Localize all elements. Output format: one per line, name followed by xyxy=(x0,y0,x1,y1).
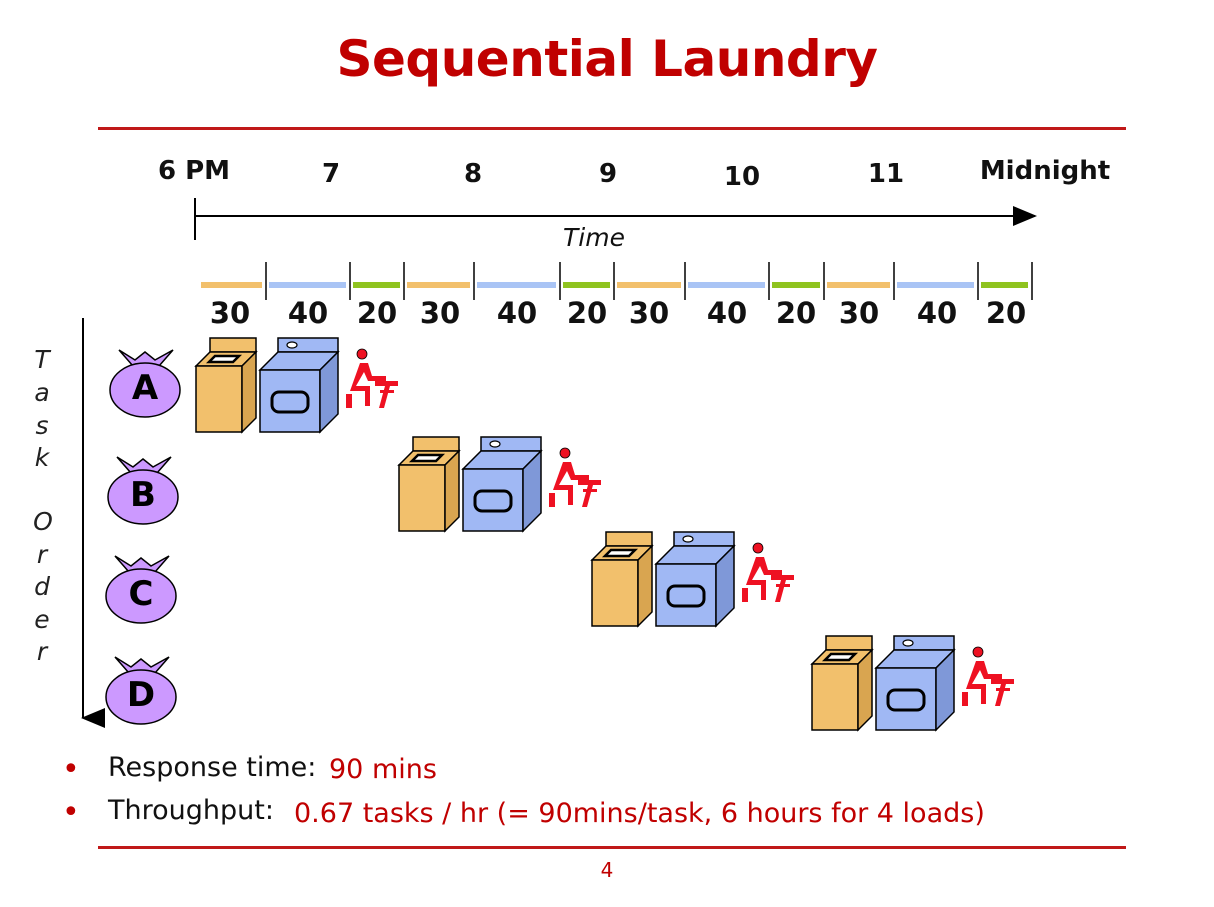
task-letter-d: D xyxy=(121,675,161,715)
washer-icon xyxy=(399,437,459,531)
fold-stage-bar xyxy=(981,282,1028,288)
folding-person-icon xyxy=(549,448,601,507)
bottom-divider xyxy=(98,846,1126,849)
fold-stage-bar xyxy=(772,282,820,288)
wash-stage-bar xyxy=(617,282,681,288)
laundry-load-d xyxy=(106,636,1014,730)
washer-icon xyxy=(196,338,256,432)
dryer-icon xyxy=(656,532,734,626)
fold-stage-bar xyxy=(563,282,610,288)
dryer-icon xyxy=(260,338,338,432)
dryer-icon xyxy=(876,636,954,730)
task-letter-c: C xyxy=(121,574,161,614)
washer-icon xyxy=(812,636,872,730)
throughput-value: 0.67 tasks / hr (= 90mins/task, 6 hours … xyxy=(294,798,985,829)
fold-stage-bar xyxy=(353,282,400,288)
wash-stage-bar xyxy=(827,282,890,288)
washer-icon xyxy=(592,532,652,626)
dry-stage-bar xyxy=(269,282,346,288)
wash-stage-bar xyxy=(407,282,470,288)
folding-person-icon xyxy=(742,543,794,602)
laundry-load-b xyxy=(108,437,601,531)
wash-stage-bar xyxy=(201,282,262,288)
page-number: 4 xyxy=(0,858,1214,882)
dry-stage-bar xyxy=(688,282,765,288)
task-letter-a: A xyxy=(125,368,165,408)
folding-person-icon xyxy=(962,647,1014,706)
response-time-value: 90 mins xyxy=(329,754,437,785)
bullet-dot: • xyxy=(62,795,80,830)
dry-stage-bar xyxy=(477,282,556,288)
response-time-label: Response time: xyxy=(108,752,316,783)
throughput-label: Throughput: xyxy=(108,795,274,826)
laundry-loads xyxy=(106,338,1014,730)
dryer-icon xyxy=(463,437,541,531)
folding-person-icon xyxy=(346,349,398,408)
bullet-dot: • xyxy=(62,752,80,787)
task-letter-b: B xyxy=(123,475,163,515)
dry-stage-bar xyxy=(897,282,974,288)
stage-ticks xyxy=(266,262,1032,300)
laundry-load-c xyxy=(106,532,794,626)
